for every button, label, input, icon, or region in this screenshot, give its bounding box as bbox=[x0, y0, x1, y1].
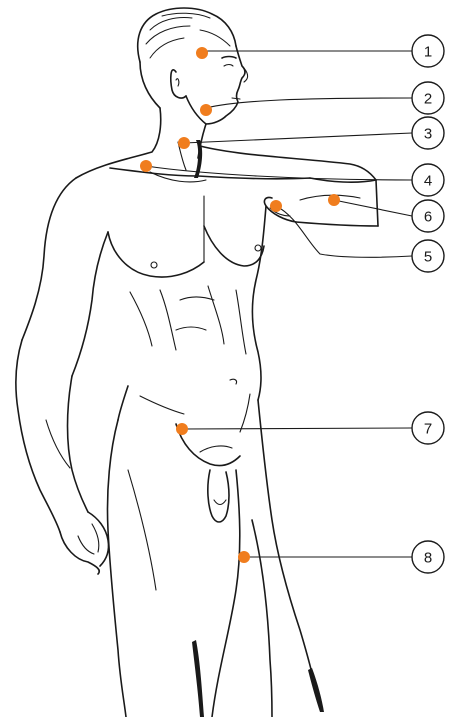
callout-number-5: 5 bbox=[424, 249, 432, 266]
callout-3: 3 bbox=[412, 117, 444, 149]
callout-labels: 1 2 3 4 6 5 7 8 bbox=[412, 35, 444, 573]
callout-4: 4 bbox=[412, 164, 444, 196]
marker-dot-7 bbox=[176, 423, 188, 435]
leader-line-7 bbox=[182, 428, 412, 429]
callout-7: 7 bbox=[412, 412, 444, 444]
callout-number-1: 1 bbox=[424, 44, 432, 61]
callout-1: 1 bbox=[412, 35, 444, 67]
callout-number-2: 2 bbox=[424, 91, 432, 108]
marker-dot-4 bbox=[140, 160, 152, 172]
callout-number-7: 7 bbox=[424, 421, 432, 438]
callout-2: 2 bbox=[412, 82, 444, 114]
pelvis-legs-drawing bbox=[107, 400, 324, 717]
leader-line-6 bbox=[334, 200, 412, 216]
torso-drawing bbox=[22, 178, 266, 432]
marker-dot-5 bbox=[270, 200, 282, 212]
head-drawing bbox=[138, 8, 248, 124]
marker-dot-6 bbox=[328, 194, 340, 206]
leader-line-5 bbox=[276, 206, 412, 257]
marker-dot-8 bbox=[238, 551, 250, 563]
marker-dot-3 bbox=[178, 137, 190, 149]
marker-dot-1 bbox=[196, 47, 208, 59]
neck-shoulders-drawing bbox=[76, 108, 376, 182]
marker-dot-2 bbox=[200, 104, 212, 116]
callout-number-4: 4 bbox=[424, 173, 432, 190]
hanging-arm-drawing bbox=[16, 232, 109, 574]
callout-number-8: 8 bbox=[424, 550, 432, 567]
leader-line-3 bbox=[184, 133, 412, 143]
callout-6: 6 bbox=[412, 200, 444, 232]
callout-number-6: 6 bbox=[424, 209, 432, 226]
callout-number-3: 3 bbox=[424, 126, 432, 143]
site-markers bbox=[140, 47, 340, 563]
leader-line-4 bbox=[146, 166, 412, 180]
raised-arm-drawing bbox=[264, 178, 378, 226]
leader-lines bbox=[146, 51, 412, 557]
callout-8: 8 bbox=[412, 541, 444, 573]
callout-5: 5 bbox=[412, 240, 444, 272]
